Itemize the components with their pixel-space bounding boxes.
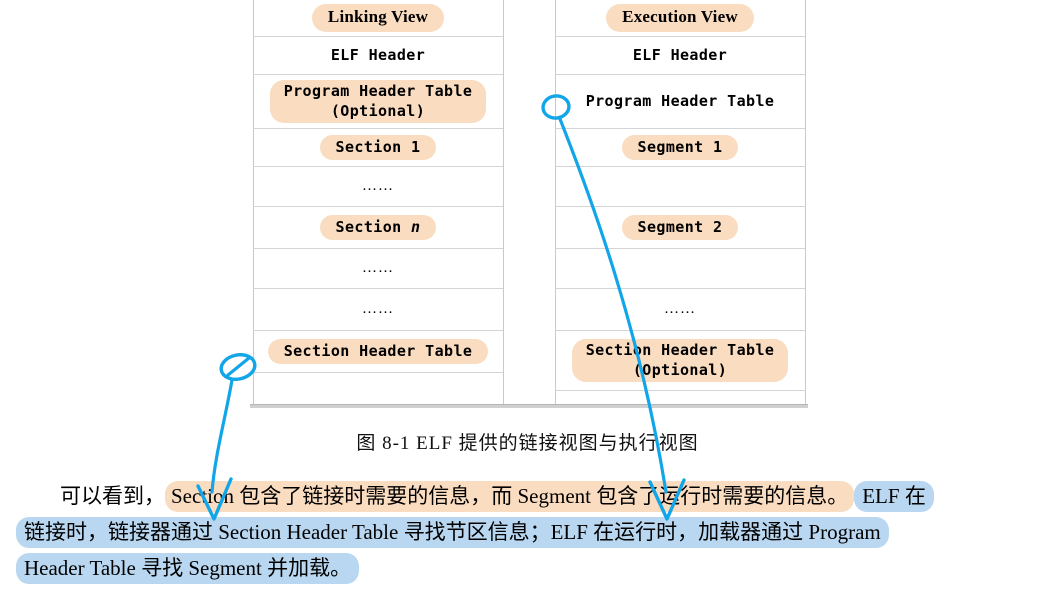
body-line-1-orange-highlight: Section 包含了链接时需要的信息，而 Segment 包含了运行时需要的信… <box>165 481 855 512</box>
linking-cell-section-n: Section n <box>319 214 437 241</box>
execution-row-program-header-table: Program Header Table <box>555 74 805 128</box>
table-border-right-inner <box>555 0 556 404</box>
execution-row-elf-header: ELF Header <box>555 36 805 74</box>
linking-view-title-row: Linking View <box>253 0 503 36</box>
execution-cell-segment-2: Segment 2 <box>621 214 739 241</box>
figure-elf-views: Linking View ELF Header Program Header T… <box>250 0 808 408</box>
execution-row-segment-2: Segment 2 <box>555 206 805 248</box>
execution-row-blank-2 <box>555 248 805 288</box>
table-border-right-outer <box>805 0 806 404</box>
linking-view-table: Linking View ELF Header Program Header T… <box>253 0 503 404</box>
linking-view-title: Linking View <box>311 4 445 32</box>
linking-row-elf-header: ELF Header <box>253 36 503 74</box>
linking-cell-ellipsis-2: …… <box>362 260 394 277</box>
figure-caption: 图 8-1 ELF 提供的链接视图与执行视图 <box>356 433 699 454</box>
execution-cell-elf-header: ELF Header <box>632 46 728 65</box>
body-paragraph: 可以看到，Section 包含了链接时需要的信息，而 Segment 包含了运行… <box>16 478 1042 586</box>
linking-cell-ellipsis-1: …… <box>362 178 394 195</box>
body-line-2: 链接时，链接器通过 Section Header Table 寻找节区信息；EL… <box>16 514 1042 550</box>
execution-cell-segment-1: Segment 1 <box>621 134 739 161</box>
body-line-3: Header Table 寻找 Segment 并加载。 <box>16 550 1042 586</box>
linking-cell-elf-header: ELF Header <box>330 46 426 65</box>
linking-row-section-1: Section 1 <box>253 128 503 166</box>
body-line-3-blue-highlight: Header Table 寻找 Segment 并加载。 <box>16 553 360 584</box>
linking-cell-program-header-table: Program Header Table (Optional) <box>269 79 487 124</box>
linking-cell-section-header-table: Section Header Table <box>267 338 489 365</box>
execution-view-title-row: Execution View <box>555 0 805 36</box>
execution-view-table: Execution View ELF Header Program Header… <box>555 0 805 404</box>
table-border-left-outer <box>253 0 254 404</box>
linking-row-ellipsis-3: …… <box>253 288 503 330</box>
linking-row-blank <box>253 372 503 404</box>
execution-row-section-header-table: Section Header Table (Optional) <box>555 330 805 390</box>
body-line-2-blue-highlight: 链接时，链接器通过 Section Header Table 寻找节区信息；EL… <box>16 517 889 548</box>
execution-row-ellipsis: …… <box>555 288 805 330</box>
body-line-1-blue-highlight: ELF 在 <box>854 481 934 512</box>
execution-row-blank-3 <box>555 390 805 404</box>
execution-row-segment-1: Segment 1 <box>555 128 805 166</box>
linking-row-section-n: Section n <box>253 206 503 248</box>
body-line-1: 可以看到，Section 包含了链接时需要的信息，而 Segment 包含了运行… <box>16 478 1042 514</box>
linking-cell-ellipsis-3: …… <box>362 301 394 318</box>
linking-row-ellipsis-1: …… <box>253 166 503 206</box>
execution-cell-section-header-table: Section Header Table (Optional) <box>571 338 789 383</box>
linking-row-program-header-table: Program Header Table (Optional) <box>253 74 503 128</box>
body-line-1-lead: 可以看到， <box>60 484 165 508</box>
linking-row-section-header-table: Section Header Table <box>253 330 503 372</box>
execution-cell-program-header-table: Program Header Table <box>585 92 775 111</box>
execution-view-title: Execution View <box>606 4 754 32</box>
execution-row-blank-1 <box>555 166 805 206</box>
linking-cell-section-1: Section 1 <box>319 134 437 161</box>
linking-cell-section-n-index: n <box>411 217 421 236</box>
execution-cell-ellipsis: …… <box>664 301 696 318</box>
figure-bottom-rule <box>250 404 808 408</box>
table-border-left-inner <box>503 0 504 404</box>
linking-row-ellipsis-2: …… <box>253 248 503 288</box>
